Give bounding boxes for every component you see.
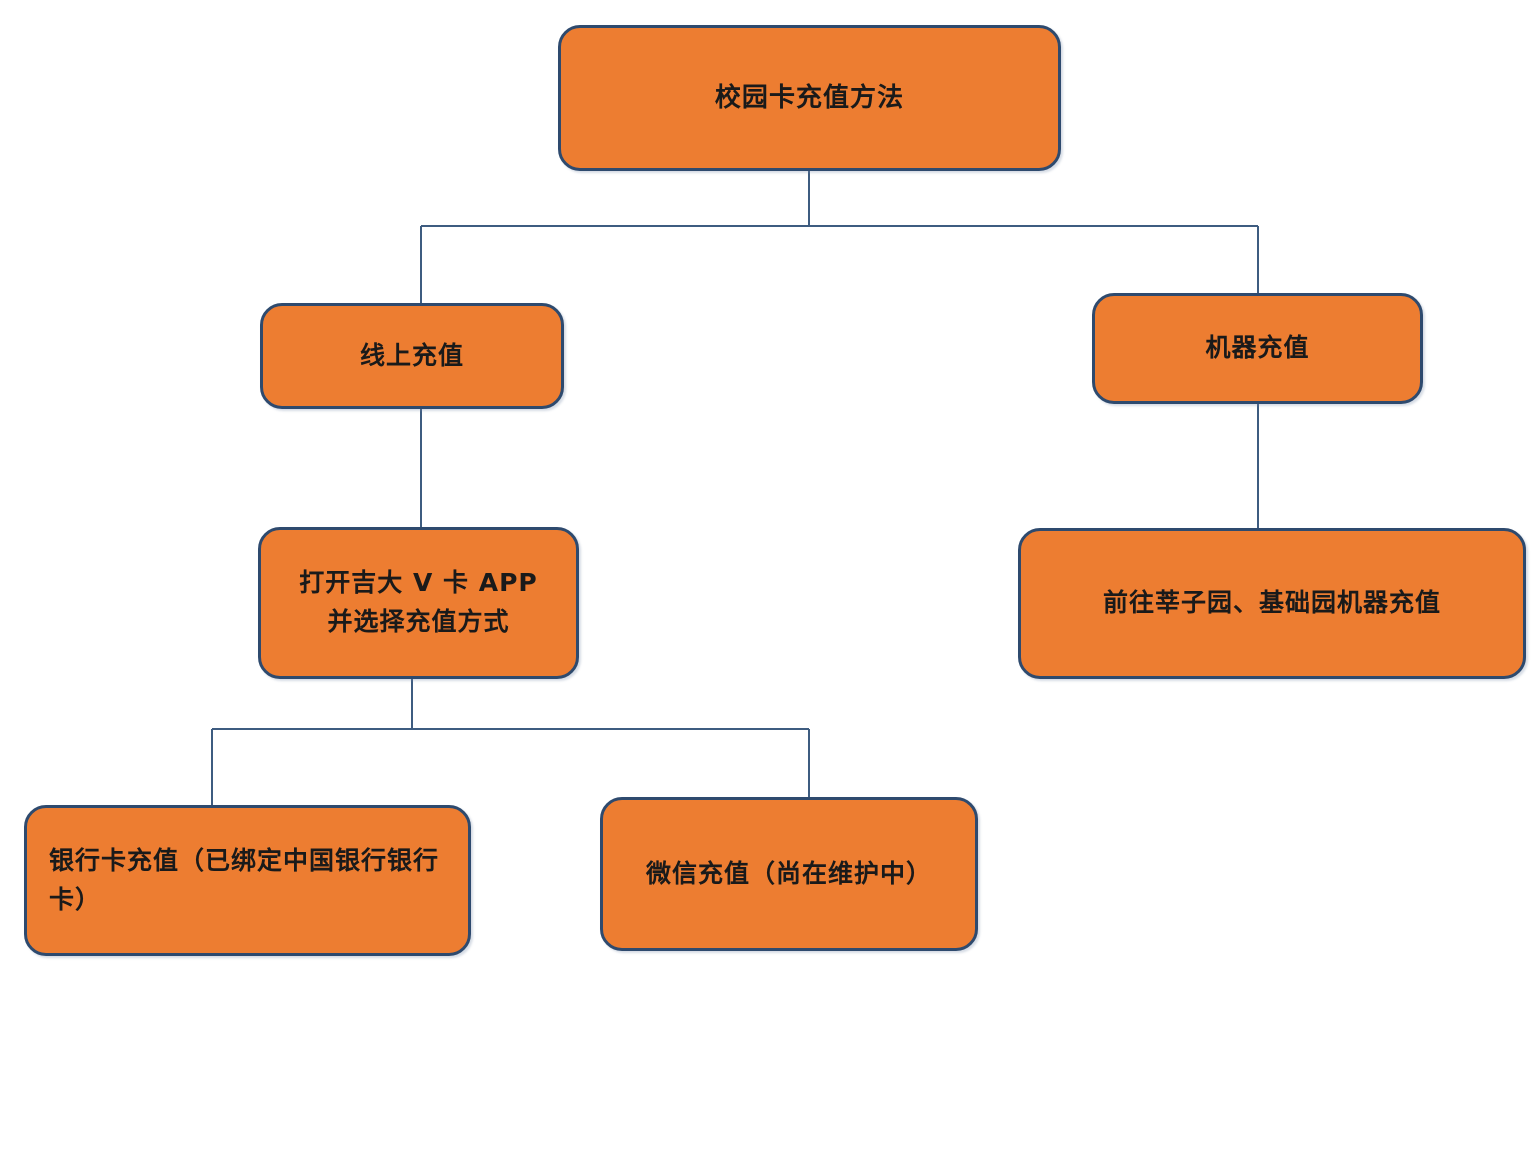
node-wechat-recharge-label: 微信充值（尚在维护中） [645,858,932,888]
node-go-to-kiosk[interactable]: 前往莘子园、基础园机器充值 [1018,528,1526,679]
node-wechat-recharge[interactable]: 微信充值（尚在维护中） [600,797,978,951]
node-root-label: 校园卡充值方法 [714,82,905,113]
node-go-to-kiosk-label: 前往莘子园、基础园机器充值 [1102,588,1441,618]
node-online-recharge-label: 线上充值 [359,340,464,370]
node-bank-card-recharge[interactable]: 银行卡充值（已绑定中国银行银行卡） [24,805,471,956]
node-bank-card-recharge-label: 银行卡充值（已绑定中国银行银行卡） [49,845,440,914]
node-online-recharge[interactable]: 线上充值 [260,303,564,409]
node-machine-recharge[interactable]: 机器充值 [1092,293,1423,404]
node-machine-recharge-label: 机器充值 [1205,333,1310,363]
node-open-app-label: 打开吉大 V 卡 APP 并选择充值方式 [299,568,538,636]
node-root[interactable]: 校园卡充值方法 [558,25,1061,171]
node-open-app[interactable]: 打开吉大 V 卡 APP 并选择充值方式 [258,527,579,679]
